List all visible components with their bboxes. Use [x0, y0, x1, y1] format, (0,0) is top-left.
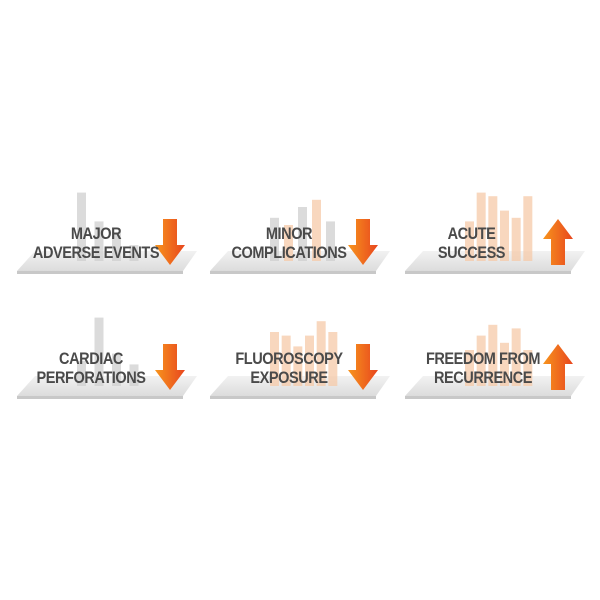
tile-label-line-2: SUCCESS: [437, 244, 506, 262]
bar: [476, 335, 486, 386]
bar: [112, 353, 121, 386]
tile-label-line-1: FREEDOM FROM: [425, 350, 541, 368]
bar: [129, 364, 139, 386]
tile-label-line-1: MINOR: [265, 225, 313, 243]
tile-fluoroscopy-exposure: FLUOROSCOPY EXPOSURE: [208, 300, 398, 410]
bar: [523, 350, 533, 386]
bar: [511, 217, 521, 261]
tile-label-line-1: ACUTE: [447, 225, 496, 243]
tile-acute-success: ACUTE SUCCESS: [403, 175, 593, 285]
bar: [298, 207, 307, 261]
tile-minor-complications: MINOR COMPLICATIONS: [208, 175, 398, 285]
bar: [326, 221, 335, 261]
tile-freedom-from-recurrence: FREEDOM FROM RECURRENCE: [403, 300, 593, 410]
bar: [312, 199, 321, 261]
bar: [293, 346, 303, 386]
bar: [488, 196, 498, 261]
up-arrow-icon: [543, 344, 573, 390]
bar: [270, 332, 279, 386]
tile-graphic: [17, 192, 197, 274]
platform-edge: [210, 271, 376, 274]
bar: [284, 225, 293, 261]
platform-edge: [17, 396, 183, 399]
bar: [328, 332, 338, 386]
bar: [488, 324, 498, 386]
tile-label-line-2: RECURRENCE: [433, 369, 533, 387]
tile-label: FREEDOM FROM RECURRENCE: [418, 350, 548, 388]
tile-label-line-2: EXPOSURE: [250, 369, 328, 387]
tile-label: FLUOROSCOPY EXPOSURE: [223, 350, 355, 388]
platform-top: [17, 376, 197, 396]
tile-cardiac-perforations: CARDIAC PERFORATIONS: [15, 300, 205, 410]
tile-graphic: [405, 192, 585, 274]
bar: [281, 335, 291, 386]
tile-label-line-2: PERFORATIONS: [36, 369, 146, 387]
bar: [270, 217, 279, 261]
tile-label: CARDIAC PERFORATIONS: [29, 350, 152, 388]
tile-label-line-1: MAJOR: [70, 225, 122, 243]
bar: [77, 192, 86, 261]
tile-graphic: [210, 321, 390, 399]
bar: [305, 335, 314, 386]
bar: [476, 192, 486, 261]
down-arrow-icon: [348, 219, 378, 265]
bar: [129, 245, 139, 261]
tile-label: MINOR COMPLICATIONS: [223, 225, 355, 263]
bar: [112, 232, 121, 261]
down-arrow-icon: [348, 344, 378, 390]
tile-label-line-1: CARDIAC: [59, 350, 123, 368]
bar: [77, 360, 86, 386]
tile-label-line-2: ADVERSE EVENTS: [32, 244, 160, 262]
tile-major-adverse-events: MAJOR ADVERSE EVENTS: [15, 175, 205, 285]
platform-edge: [210, 396, 376, 399]
platform-edge: [405, 396, 571, 399]
tile-label-line-1: FLUOROSCOPY: [235, 350, 343, 368]
tile-graphic: [405, 324, 585, 399]
down-arrow-icon: [155, 344, 185, 390]
tile-label: MAJOR ADVERSE EVENTS: [30, 225, 162, 263]
tile-graphic: [210, 199, 390, 274]
up-arrow-icon: [543, 219, 573, 265]
tile-label-line-2: COMPLICATIONS: [231, 244, 347, 262]
bar: [500, 210, 509, 261]
bar: [523, 196, 533, 261]
tile-label: ACUTE SUCCESS: [417, 225, 527, 263]
tile-graphic: [17, 317, 197, 399]
down-arrow-icon: [155, 219, 185, 265]
bar: [465, 221, 474, 261]
platform-top: [17, 251, 197, 271]
bar: [316, 321, 326, 386]
platform-edge: [17, 271, 183, 274]
bar: [500, 342, 509, 386]
bar: [94, 221, 104, 261]
bar: [94, 317, 104, 386]
bar: [511, 328, 521, 386]
platform-edge: [405, 271, 571, 274]
bar: [465, 350, 474, 386]
